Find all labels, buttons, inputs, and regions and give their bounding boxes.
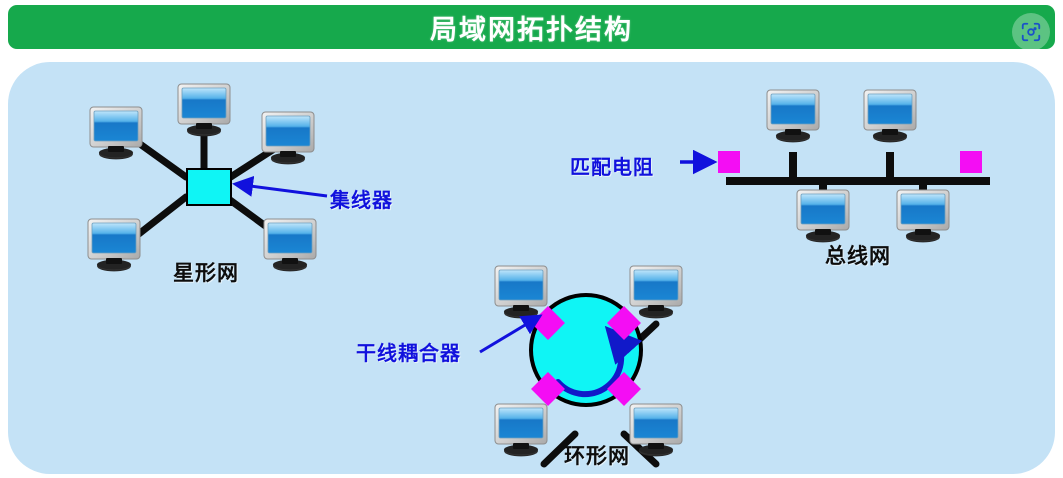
ring-network-title: 环形网: [564, 445, 630, 468]
computer-monitor-icon: [895, 188, 951, 244]
computer-monitor-icon: [493, 402, 549, 458]
computer-monitor-icon: [628, 402, 684, 458]
star-node-top-right: [260, 110, 316, 166]
header-bar: 局域网拓扑结构: [8, 5, 1055, 51]
bus-node-top-right: [862, 88, 918, 144]
bus-terminator-left: [718, 151, 740, 173]
camera-scan-icon[interactable]: [1012, 13, 1050, 51]
terminator-callout-label: 匹配电阻: [570, 157, 654, 179]
computer-monitor-icon: [628, 264, 684, 320]
coupler-callout-label: 干线耦合器: [356, 343, 461, 365]
bus-terminator-right: [960, 151, 982, 173]
star-node-top-left: [88, 105, 144, 161]
bus-node-bottom-left: [795, 188, 851, 244]
star-node-top: [176, 82, 232, 138]
bus-network-title: 总线网: [825, 245, 891, 268]
star-network-title: 星形网: [173, 262, 239, 285]
computer-monitor-icon: [262, 217, 318, 273]
ring-node-bottom-left: [493, 402, 549, 458]
camera-scan-glyph: [1021, 22, 1041, 42]
bus-node-top-left: [765, 88, 821, 144]
coupler-callout-arrow: [479, 314, 543, 354]
star-node-bottom-right: [262, 217, 318, 273]
bus-node-bottom-right: [895, 188, 951, 244]
computer-monitor-icon: [176, 82, 232, 138]
computer-monitor-icon: [86, 217, 142, 273]
ring-node-top-right: [628, 264, 684, 320]
star-node-bottom-left: [86, 217, 142, 273]
computer-monitor-icon: [765, 88, 821, 144]
hub-callout-arrow: [232, 175, 328, 198]
terminator-callout-arrow: [680, 149, 718, 175]
ring-node-bottom-right: [628, 402, 684, 458]
page-title: 局域网拓扑结构: [430, 14, 633, 45]
diagram-panel: 集线器 星形网: [8, 62, 1055, 474]
computer-monitor-icon: [260, 110, 316, 166]
computer-monitor-icon: [88, 105, 144, 161]
computer-monitor-icon: [795, 188, 851, 244]
hub-box: [186, 168, 232, 206]
ring-direction-arrow: [555, 325, 643, 398]
hub-callout-label: 集线器: [330, 190, 393, 212]
computer-monitor-icon: [862, 88, 918, 144]
